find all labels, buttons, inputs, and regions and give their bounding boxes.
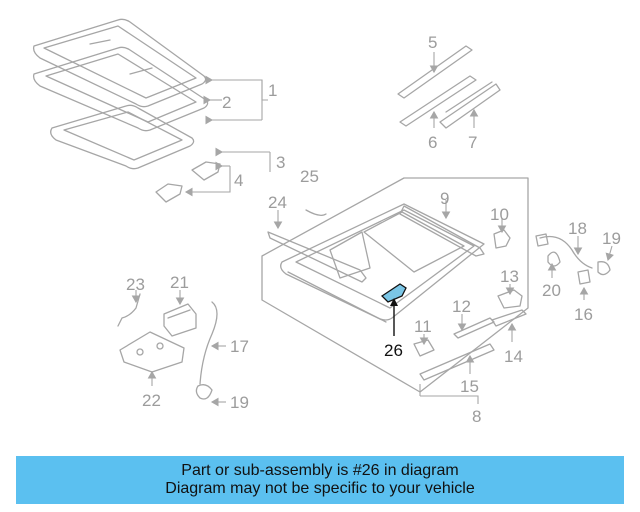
parts-diagram: 1 2 3 4 5 6 7 8 9 10 11 12 13 14 15 16 1… (32, 18, 621, 426)
glass-frame-part (32, 46, 209, 132)
callout-8: 8 (472, 407, 481, 426)
motor-part (163, 303, 197, 337)
callout-19-left: 19 (230, 393, 249, 412)
callout-23: 23 (126, 275, 145, 294)
mount-plate-part (119, 331, 185, 373)
sunshade-frame-part (50, 104, 195, 170)
callout-15: 15 (460, 377, 479, 396)
callout-6: 6 (428, 133, 437, 152)
callout-1: 1 (268, 81, 277, 100)
callout-14: 14 (504, 347, 523, 366)
callout-3: 3 (276, 153, 285, 172)
sunroof-glass-part (32, 18, 207, 108)
callout-10: 10 (490, 205, 509, 224)
callout-25: 25 (300, 167, 319, 186)
callout-13: 13 (500, 267, 519, 286)
callout-11: 11 (414, 317, 432, 336)
callout-2: 2 (222, 93, 231, 112)
banner-line-disclaimer: Diagram may not be specific to your vehi… (165, 480, 475, 497)
rail-part (397, 45, 501, 129)
callout-17: 17 (230, 337, 249, 356)
callout-20: 20 (542, 281, 561, 300)
highlighted-part-26 (380, 283, 407, 336)
callout-12: 12 (452, 297, 471, 316)
info-banner: Part or sub-assembly is #26 in diagram D… (16, 456, 624, 504)
callout-9: 9 (440, 189, 449, 208)
bracket-part (155, 161, 221, 203)
callout-7: 7 (468, 133, 477, 152)
callout-26: 26 (384, 341, 403, 360)
callout-22: 22 (142, 391, 161, 410)
callout-19-right: 19 (602, 229, 621, 248)
callout-18: 18 (568, 219, 587, 238)
callout-5: 5 (428, 33, 437, 52)
callout-16: 16 (574, 305, 593, 324)
callout-21: 21 (170, 273, 189, 292)
banner-line-part-number: Part or sub-assembly is #26 in diagram (181, 462, 459, 479)
callout-4: 4 (234, 171, 243, 190)
callout-24: 24 (268, 193, 287, 212)
pipe-part (117, 293, 141, 327)
